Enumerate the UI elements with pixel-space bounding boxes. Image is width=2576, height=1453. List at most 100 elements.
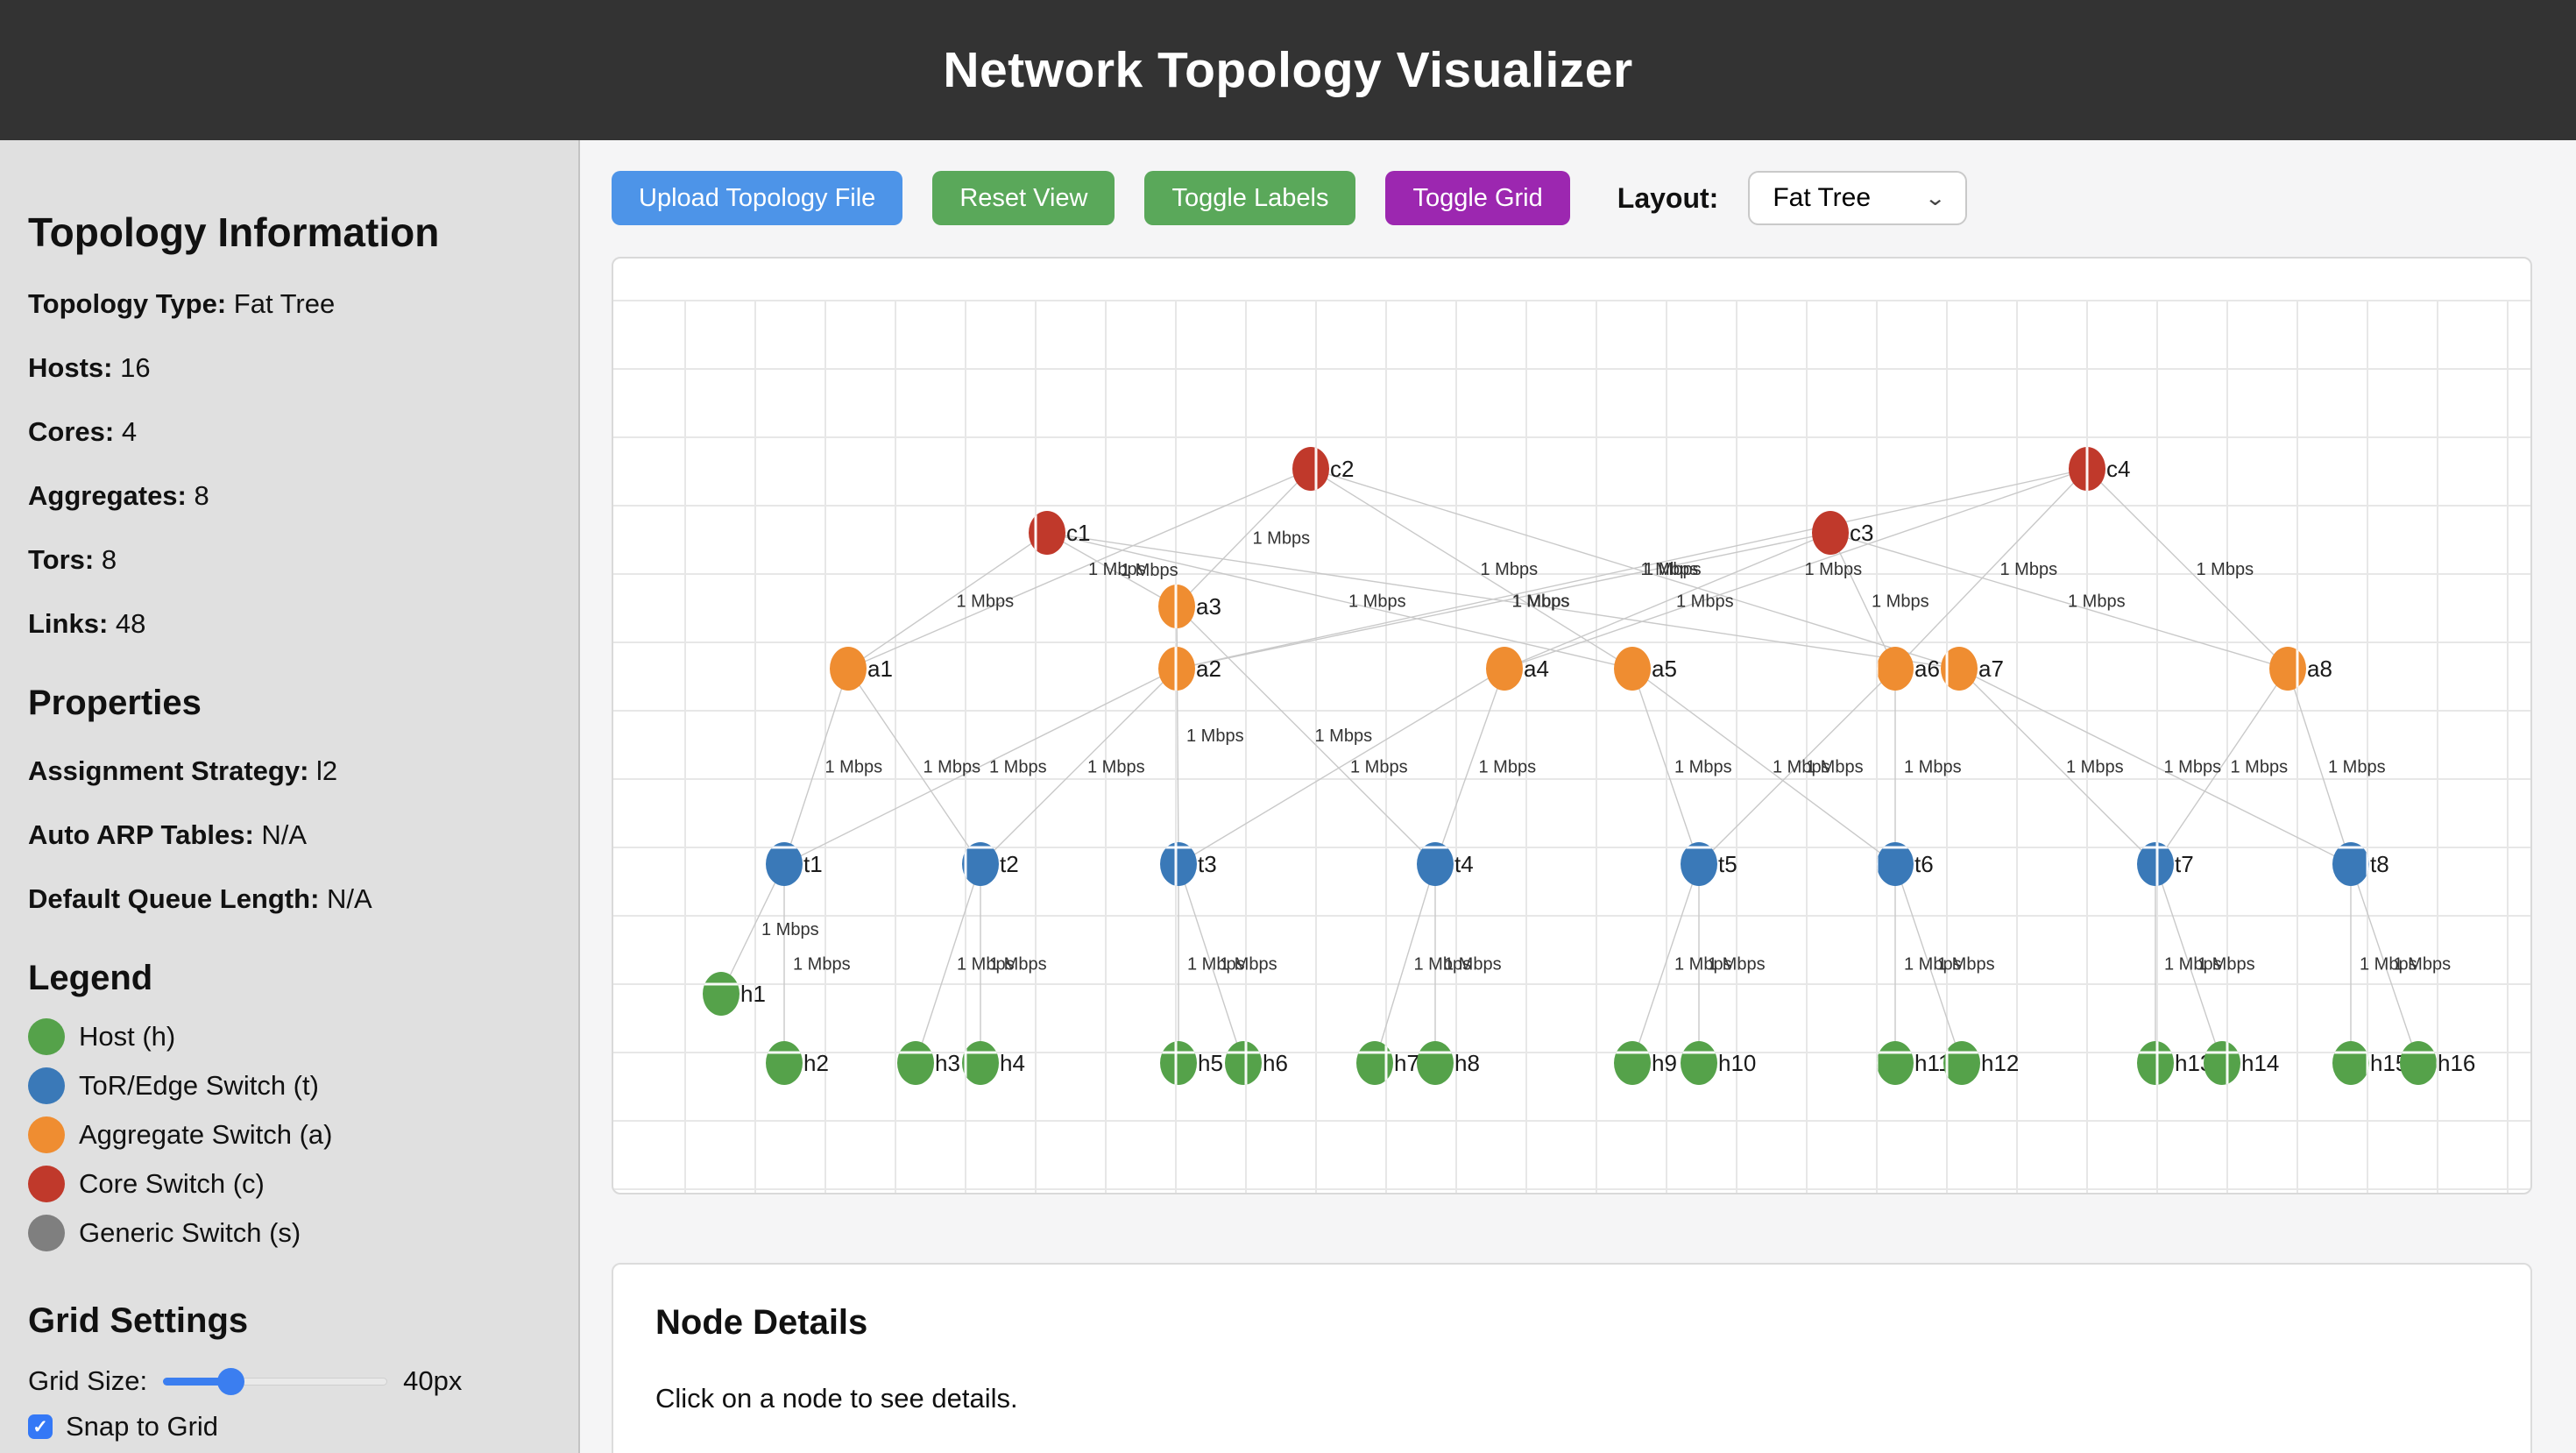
edge-c1-a3: [1046, 532, 1178, 607]
prop-default-queue-length: Default Queue Length: N/A: [28, 883, 372, 914]
node-label-h1: h1: [740, 981, 766, 1007]
edge-c4-a8: [2086, 468, 2289, 670]
node-t1[interactable]: [766, 842, 803, 886]
node-h7[interactable]: [1356, 1041, 1393, 1085]
edge-label: 1 Mbps: [1479, 758, 1537, 777]
legend-item-tor: ToR/Edge Switch (t): [28, 1061, 552, 1110]
node-a7[interactable]: [1941, 647, 1978, 691]
edge-a5-t6: [1631, 668, 1896, 865]
node-h15[interactable]: [2332, 1041, 2369, 1085]
edge-label: 1 Mbps: [1805, 560, 1863, 579]
node-c2[interactable]: [1292, 447, 1329, 491]
edge-a5-t5: [1631, 668, 1700, 865]
node-h2[interactable]: [766, 1041, 803, 1085]
node-details-body: Click on a node to see details.: [655, 1383, 1018, 1414]
node-h6[interactable]: [1225, 1041, 1262, 1085]
node-label-h10: h10: [1718, 1050, 1756, 1076]
node-h12[interactable]: [1943, 1041, 1980, 1085]
node-label-h2: h2: [803, 1050, 829, 1076]
edge-label: 1 Mbps: [1937, 955, 1995, 975]
grid-size-value: 40px: [403, 1365, 463, 1396]
node-label-t1: t1: [803, 851, 823, 877]
node-h9[interactable]: [1614, 1041, 1651, 1085]
node-h11[interactable]: [1877, 1041, 1914, 1085]
legend-item-aggregate: Aggregate Switch (a): [28, 1110, 552, 1159]
edge-label: 1 Mbps: [1121, 561, 1178, 580]
aggregate-color-swatch: [28, 1116, 65, 1153]
node-details-title: Node Details: [655, 1303, 868, 1342]
node-h13[interactable]: [2137, 1041, 2174, 1085]
toggle-labels-button[interactable]: Toggle Labels: [1144, 171, 1356, 225]
edge-label: 1 Mbps: [1644, 560, 1702, 579]
legend-item-host: Host (h): [28, 1012, 552, 1061]
edge-t5-h9: [1631, 863, 1700, 1064]
layout-select[interactable]: Fat Tree ⌄: [1748, 171, 1968, 225]
upload-topology-file-button[interactable]: Upload Topology File: [612, 171, 903, 225]
node-t8[interactable]: [2332, 842, 2369, 886]
edge-label: 1 Mbps: [924, 758, 981, 777]
node-t3[interactable]: [1160, 842, 1197, 886]
generic-color-swatch: [28, 1215, 65, 1251]
edge-label: 1 Mbps: [2360, 955, 2417, 975]
node-t7[interactable]: [2137, 842, 2174, 886]
edge-label: 1 Mbps: [1253, 529, 1311, 549]
toggle-grid-button[interactable]: Toggle Grid: [1385, 171, 1570, 225]
edge-label: 1 Mbps: [1088, 560, 1146, 579]
layout-label: Layout:: [1617, 181, 1719, 214]
node-h8[interactable]: [1417, 1041, 1454, 1085]
edge-a6-t5: [1698, 668, 1896, 865]
node-t2[interactable]: [962, 842, 999, 886]
node-a6[interactable]: [1877, 647, 1914, 691]
node-label-h16: h16: [2438, 1050, 2475, 1076]
edge-label: 1 Mbps: [1773, 758, 1830, 777]
grid-size-slider[interactable]: [163, 1368, 388, 1395]
slider-thumb[interactable]: [216, 1368, 244, 1395]
node-h1[interactable]: [703, 972, 740, 1016]
edge-label: 1 Mbps: [1676, 592, 1734, 612]
edge-label: 1 Mbps: [1087, 758, 1145, 777]
stat-links: Links: 48: [28, 608, 146, 639]
node-h5[interactable]: [1160, 1041, 1197, 1085]
node-t5[interactable]: [1681, 842, 1717, 886]
node-h16[interactable]: [2400, 1041, 2437, 1085]
node-h3[interactable]: [897, 1041, 934, 1085]
node-c1[interactable]: [1029, 511, 1065, 555]
edge-c4-a6: [1894, 468, 2088, 670]
edge-a2-t2: [980, 668, 1178, 865]
edge-label: 1 Mbps: [2000, 560, 2058, 579]
node-a4[interactable]: [1486, 647, 1523, 691]
edge-c1-a1: [847, 532, 1048, 670]
node-label-a5: a5: [1652, 656, 1677, 682]
node-h10[interactable]: [1681, 1041, 1717, 1085]
node-a5[interactable]: [1614, 647, 1651, 691]
toolbar: Upload Topology File Reset View Toggle L…: [612, 171, 2551, 225]
edge-a4-t3: [1178, 668, 1505, 865]
edge-a3-t4: [1176, 606, 1436, 865]
layout-selected-value: Fat Tree: [1773, 183, 1872, 212]
node-h4[interactable]: [962, 1041, 999, 1085]
node-a8[interactable]: [2269, 647, 2306, 691]
host-color-swatch: [28, 1018, 65, 1055]
page-title: Network Topology Visualizer: [943, 42, 1633, 98]
node-h14[interactable]: [2204, 1041, 2240, 1085]
legend-item-core: Core Switch (c): [28, 1159, 552, 1208]
prop-assignment-strategy: Assignment Strategy: l2: [28, 755, 338, 786]
node-c3[interactable]: [1812, 511, 1849, 555]
edge-c3-a2: [1176, 532, 1831, 670]
tor-color-swatch: [28, 1067, 65, 1104]
node-a1[interactable]: [830, 647, 867, 691]
node-t6[interactable]: [1877, 842, 1914, 886]
edge-label: 1 Mbps: [2066, 758, 2124, 777]
edge-a8-t8: [2287, 668, 2352, 865]
node-t4[interactable]: [1417, 842, 1454, 886]
snap-to-grid-checkbox[interactable]: ✓: [28, 1414, 53, 1439]
edge-a1-t2: [847, 668, 981, 865]
stat-aggregates: Aggregates: 8: [28, 480, 209, 511]
reset-view-button[interactable]: Reset View: [932, 171, 1115, 225]
edge-label: 1 Mbps: [2197, 560, 2254, 579]
edge-label: 1 Mbps: [1187, 955, 1245, 975]
sidebar-title: Topology Information: [28, 209, 440, 255]
node-label-h8: h8: [1454, 1050, 1480, 1076]
